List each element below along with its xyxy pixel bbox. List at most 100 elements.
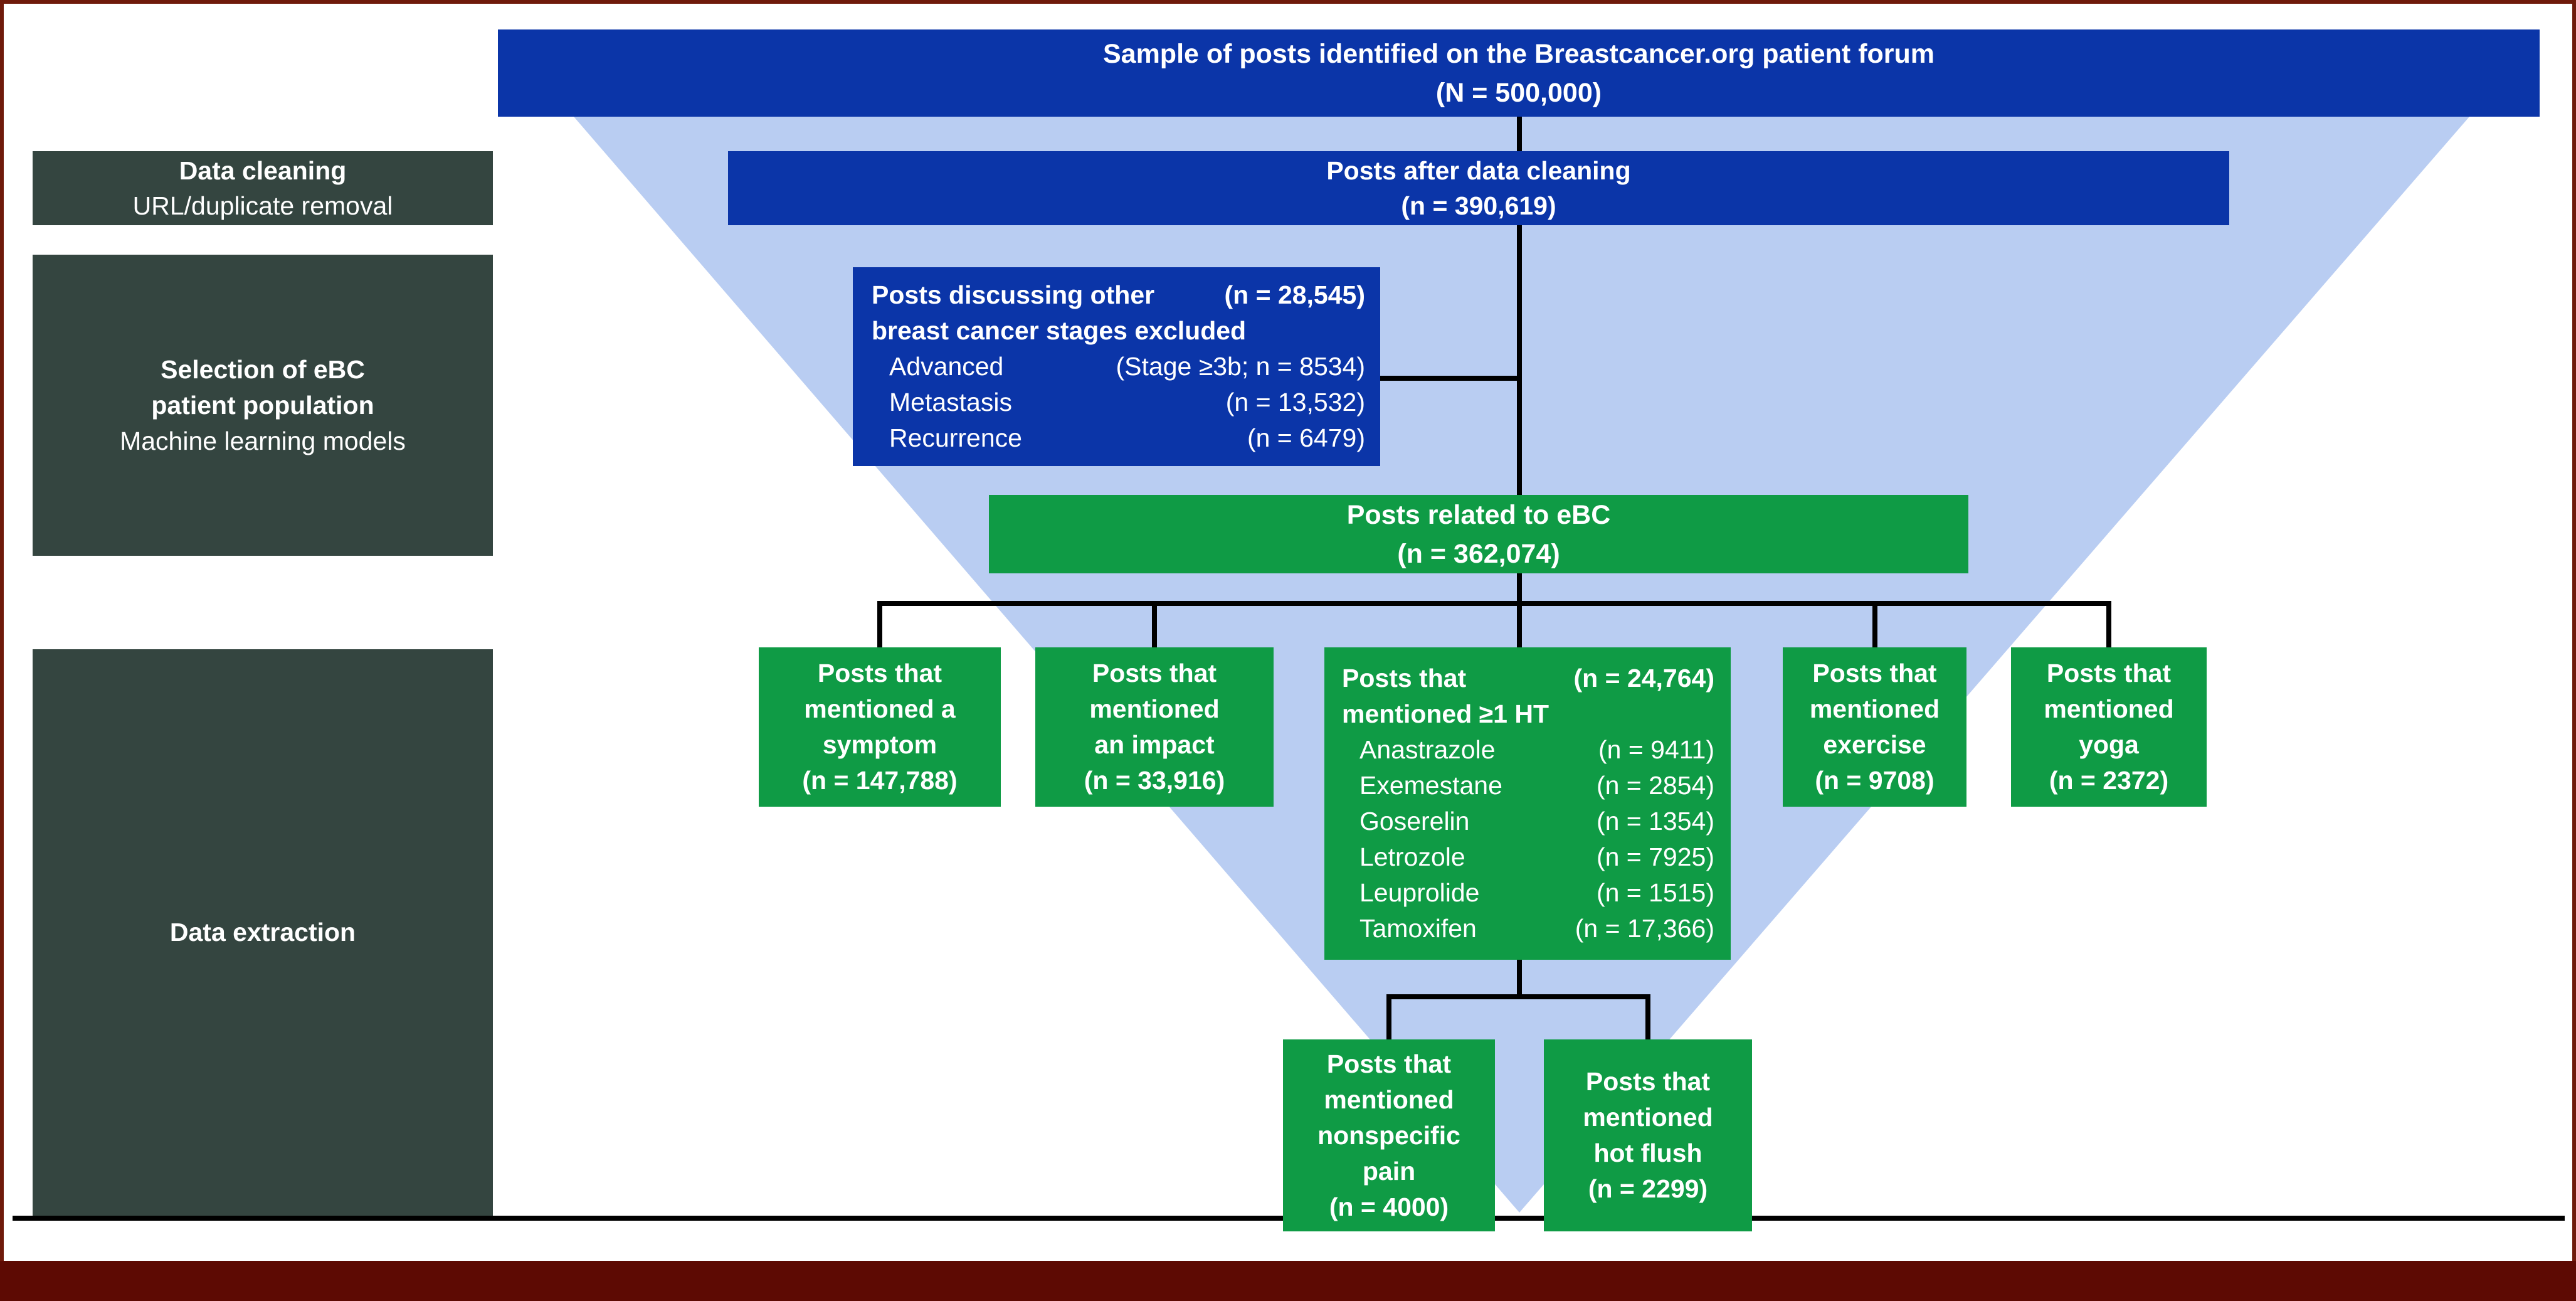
connector-mid [1517, 225, 1522, 497]
excluded-title-row: Posts discussing other (n = 28,545) [872, 277, 1365, 313]
item-name: Tamoxifen [1359, 914, 1477, 943]
ht-item: Anastrazole (n = 9411) [1342, 732, 1714, 768]
stage-selection: Selection of eBC patient population Mach… [33, 255, 493, 556]
connector-top [1517, 117, 1522, 153]
item-count: (n = 9411) [1598, 735, 1714, 764]
item-name: Recurrence [889, 423, 1022, 452]
stage-subtitle: Machine learning models [120, 426, 406, 455]
node-impact: Posts that mentioned an impact (n = 33,9… [1035, 647, 1274, 807]
node-text: Sample of posts identified on the Breast… [1102, 38, 1935, 69]
item-count: (n = 17,366) [1575, 914, 1714, 943]
stage-title: Data extraction [169, 918, 356, 947]
node-hot-flush: Posts that mentioned hot flush (n = 2299… [1544, 1039, 1752, 1231]
node-ht: Posts that (n = 24,764) mentioned ≥1 HT … [1324, 647, 1731, 960]
node-text: Posts that [1092, 659, 1217, 688]
stage-title: patient population [151, 390, 374, 420]
node-count: (n = 390,619) [1401, 191, 1556, 220]
node-text: Posts that [1812, 659, 1937, 688]
item-name: Anastrazole [1359, 735, 1496, 764]
node-text: Posts that [1326, 1049, 1452, 1078]
item-name: Metastasis [889, 388, 1012, 417]
stage-title: Selection of eBC [161, 354, 365, 384]
node-count: (n = 28,545) [1224, 280, 1365, 309]
connector-drop-yoga [2106, 601, 2111, 649]
connector-excluded [1380, 376, 1522, 381]
item-name: Letrozole [1359, 842, 1465, 871]
node-text: an impact [1094, 730, 1215, 759]
node-count: (n = 4000) [1329, 1192, 1449, 1221]
node-text: Posts related to eBC [1346, 499, 1611, 530]
node-count: (n = 362,074) [1397, 538, 1560, 569]
node-text: nonspecific [1317, 1120, 1460, 1150]
stage-title: Data cleaning [179, 156, 347, 185]
node-count: (n = 9708) [1815, 766, 1935, 795]
connector-drop-hotflush [1645, 994, 1650, 1041]
excluded-item: Advanced (Stage ≥3b; n = 8534) [872, 349, 1365, 385]
ht-item: Letrozole (n = 7925) [1342, 839, 1714, 875]
node-exercise: Posts that mentioned exercise (n = 9708) [1783, 647, 1966, 807]
connector-ht-down [1517, 960, 1522, 999]
item-count: (n = 2854) [1596, 771, 1714, 800]
ht-item: Goserelin (n = 1354) [1342, 804, 1714, 839]
ht-item: Leuprolide (n = 1515) [1342, 875, 1714, 911]
connector-branch2 [1386, 994, 1650, 999]
item-name: Exemestane [1359, 771, 1502, 800]
node-text: pain [1362, 1156, 1416, 1186]
node-text: Posts that [1585, 1067, 1711, 1096]
ht-item: Tamoxifen (n = 17,366) [1342, 911, 1714, 947]
item-count: (Stage ≥3b; n = 8534) [1116, 352, 1365, 381]
connector-drop-exercise [1872, 601, 1877, 649]
node-text: mentioned [2044, 694, 2174, 723]
node-count: (n = 2372) [2049, 766, 2169, 795]
node-count: (n = 33,916) [1084, 766, 1225, 795]
node-text: hot flush [1593, 1139, 1702, 1167]
connector-drop-impact [1152, 601, 1157, 649]
node-text: exercise [1823, 730, 1926, 759]
frame-border-left [0, 0, 4, 1301]
excluded-item: Metastasis (n = 13,532) [872, 385, 1365, 420]
connector-drop-ht [1517, 601, 1522, 649]
frame-border-right [2572, 0, 2576, 1301]
node-text: Posts that [2046, 659, 2172, 688]
node-text: symptom [822, 730, 937, 759]
node-excluded: Posts discussing other (n = 28,545) brea… [853, 267, 1380, 466]
ht-item: Exemestane (n = 2854) [1342, 768, 1714, 804]
node-symptom: Posts that mentioned a symptom (n = 147,… [759, 647, 1001, 807]
node-after-cleaning: Posts after data cleaning (n = 390,619) [728, 151, 2229, 225]
connector-ebc-down [1517, 573, 1522, 606]
item-count: (n = 6479) [1247, 423, 1365, 452]
node-text: Posts after data cleaning [1326, 156, 1631, 185]
frame-bottom-bar [0, 1261, 2576, 1301]
node-count: (n = 147,788) [802, 766, 958, 795]
stage-subtitle: URL/duplicate removal [132, 191, 393, 220]
item-name: Advanced [889, 352, 1004, 381]
connector-drop-pain [1386, 994, 1391, 1041]
item-name: Leuprolide [1359, 878, 1480, 907]
item-name: Goserelin [1359, 807, 1470, 836]
node-text: mentioned [1324, 1085, 1454, 1114]
node-text: mentioned [1809, 694, 1940, 723]
node-count: (n = 2299) [1588, 1174, 1708, 1203]
node-text: mentioned [1089, 694, 1220, 723]
node-nonspecific-pain: Posts that mentioned nonspecific pain (n… [1283, 1039, 1495, 1231]
item-count: (n = 13,532) [1225, 388, 1365, 417]
node-text: mentioned ≥1 HT [1342, 699, 1549, 728]
node-text: mentioned [1583, 1103, 1713, 1132]
frame-border-top [0, 0, 2576, 4]
node-text: yoga [2079, 730, 2139, 759]
stage-data-cleaning: Data cleaning URL/duplicate removal [33, 151, 493, 225]
node-count: (N = 500,000) [1435, 77, 1602, 108]
node-text: mentioned a [804, 694, 956, 723]
node-count: (n = 24,764) [1573, 664, 1714, 693]
node-ebc: Posts related to eBC (n = 362,074) [989, 495, 1968, 573]
node-text: Posts that [1342, 664, 1467, 693]
ht-title-row: Posts that (n = 24,764) [1342, 661, 1714, 696]
item-count: (n = 1515) [1596, 878, 1714, 907]
node-text: Posts that [817, 659, 942, 688]
node-text: breast cancer stages excluded [872, 316, 1247, 345]
item-count: (n = 7925) [1596, 842, 1714, 871]
node-text: Posts discussing other [872, 280, 1155, 309]
excluded-item: Recurrence (n = 6479) [872, 420, 1365, 456]
node-yoga: Posts that mentioned yoga (n = 2372) [2011, 647, 2207, 807]
